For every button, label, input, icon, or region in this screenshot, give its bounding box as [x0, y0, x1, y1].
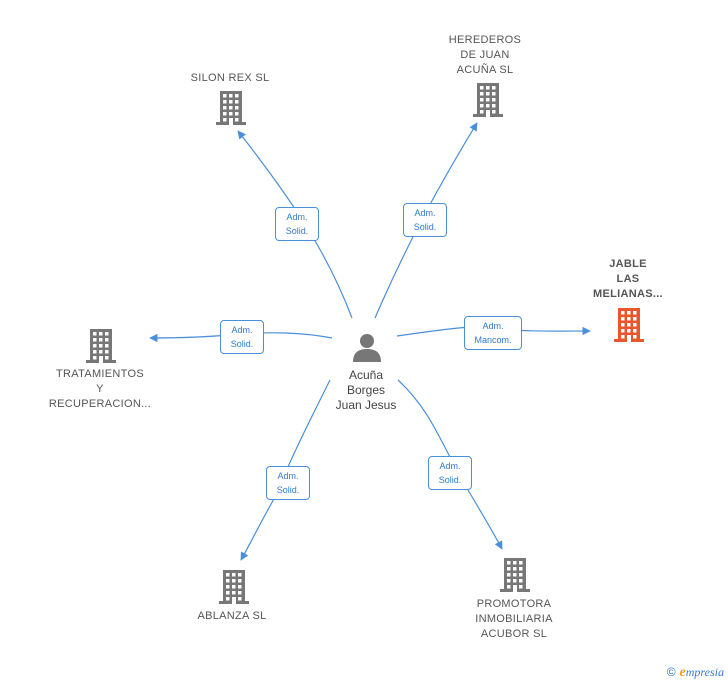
building-icon: [216, 91, 246, 125]
company-label-line: Y: [96, 383, 104, 395]
company-label-herederos[interactable]: HEREDEROS DE JUAN ACUÑA SL: [430, 33, 540, 78]
edge-role-line: Solid.: [438, 475, 462, 485]
company-label-line: HEREDEROS: [448, 34, 522, 46]
company-label-line: INMOBILIARIA: [475, 613, 553, 625]
company-label-line: JABLE: [609, 258, 647, 270]
company-label-ablanza[interactable]: ABLANZA SL: [170, 609, 294, 624]
edge-role-line: Adm.: [286, 212, 308, 222]
edge-role-line: Solid.: [276, 485, 300, 495]
brand-name: mpresia: [685, 665, 724, 679]
company-label-line: MELIANAS...: [593, 288, 663, 300]
company-label-line: PROMOTORA: [476, 598, 552, 610]
empresia-logo: ©empresia: [667, 665, 724, 681]
building-icon: [86, 329, 116, 363]
person-label-line: Juan Jesus: [335, 398, 397, 412]
edge-role-line: Solid.: [413, 222, 437, 232]
company-label-line: SILON REX SL: [190, 72, 270, 84]
company-label-line: ACUBOR SL: [480, 628, 548, 640]
company-node-herederos[interactable]: [473, 83, 503, 122]
company-label-line: LAS: [616, 273, 640, 285]
company-node-jable[interactable]: [614, 308, 644, 347]
brand-initial: e: [679, 665, 686, 680]
building-icon: [219, 570, 249, 604]
company-node-tratamientos[interactable]: [86, 329, 116, 368]
copyright-symbol: ©: [666, 665, 676, 679]
edge-role-label-promotora[interactable]: Adm. Solid.: [428, 456, 472, 490]
edge-role-line: Mancom.: [474, 335, 512, 345]
company-label-silon[interactable]: SILON REX SL: [160, 71, 300, 86]
company-label-line: RECUPERACION...: [48, 398, 152, 410]
company-label-line: DE JUAN: [460, 49, 510, 61]
company-label-jable[interactable]: JABLE LAS MELIANAS...: [578, 257, 678, 302]
edge-role-line: Adm.: [482, 321, 504, 331]
company-node-ablanza[interactable]: [219, 570, 249, 609]
edge-role-label-tratamientos[interactable]: Adm. Solid.: [220, 320, 264, 354]
edge-role-line: Adm.: [277, 471, 299, 481]
company-label-line: TRATAMIENTOS: [56, 368, 144, 380]
person-label-line: Borges: [346, 383, 386, 397]
edge-role-label-jable[interactable]: Adm. Mancom.: [464, 316, 522, 350]
person-label-line: Acuña: [348, 368, 384, 382]
edge-role-label-ablanza[interactable]: Adm. Solid.: [266, 466, 310, 500]
company-label-line: ABLANZA SL: [197, 610, 267, 622]
building-icon: [473, 83, 503, 117]
edge-role-line: Solid.: [285, 226, 309, 236]
company-label-promotora[interactable]: PROMOTORA INMOBILIARIA ACUBOR SL: [454, 597, 574, 642]
person-label[interactable]: Acuña Borges Juan Jesus: [316, 368, 416, 413]
company-node-silon[interactable]: [216, 91, 246, 130]
person-icon: [353, 334, 381, 362]
company-node-promotora[interactable]: [500, 558, 530, 597]
building-icon: [614, 308, 644, 342]
company-label-line: ACUÑA SL: [456, 64, 514, 76]
edge-role-line: Adm.: [439, 461, 461, 471]
edge-role-line: Solid.: [230, 339, 254, 349]
edge-role-line: Adm.: [414, 208, 436, 218]
edge-role-label-herederos[interactable]: Adm. Solid.: [403, 203, 447, 237]
company-label-tratamientos[interactable]: TRATAMIENTOS Y RECUPERACION...: [40, 367, 160, 412]
person-node[interactable]: [351, 332, 383, 362]
edge-role-line: Adm.: [231, 325, 253, 335]
building-icon: [500, 558, 530, 592]
edge-role-label-silon[interactable]: Adm. Solid.: [275, 207, 319, 241]
